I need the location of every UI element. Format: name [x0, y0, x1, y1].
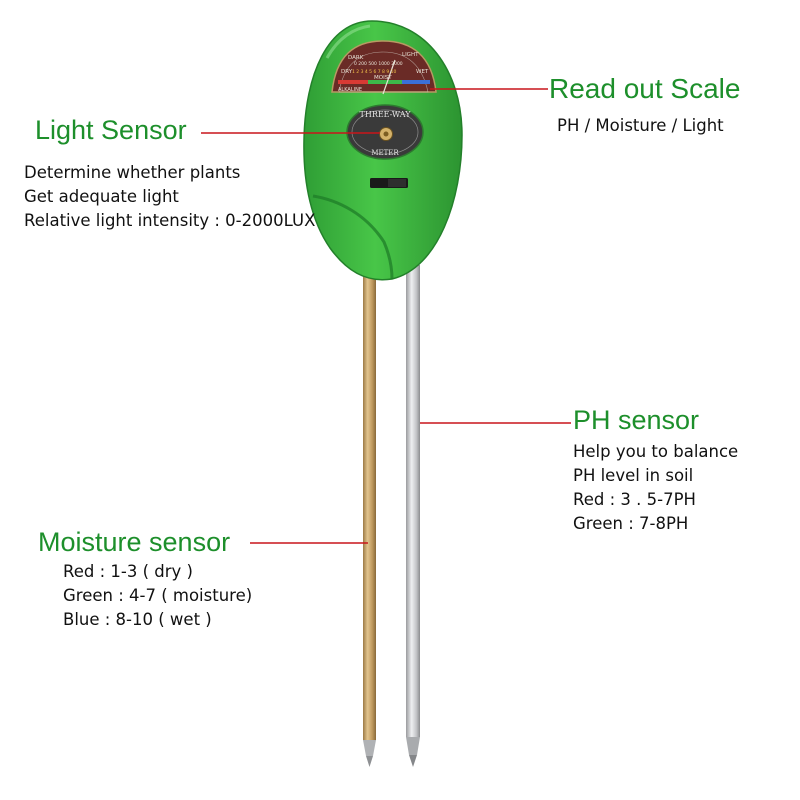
dial-moisture-numbers: 1 2 3 4 5 6 7 8 9 10	[352, 69, 397, 75]
ph-sensor-line: Help you to balance	[573, 442, 739, 461]
moisture-sensor-description: Red : 1-3 ( dry ) Green : 4-7 ( moisture…	[63, 560, 252, 632]
ph-sensor-line: Green : 7-8PH	[573, 514, 689, 533]
dial-light-numbers: 0 200 500 1000 2000	[354, 61, 403, 67]
slide-switch-icon[interactable]	[370, 178, 408, 188]
light-sensor-title: Light Sensor	[35, 115, 187, 145]
light-sensor-description: Determine whether plants Get adequate li…	[24, 161, 315, 233]
readout-scale-line: PH / Moisture / Light	[557, 116, 724, 135]
sensor-label-top: THREE-WAY	[360, 110, 412, 119]
readout-scale-description: PH / Moisture / Light	[557, 114, 724, 138]
dial-word-light: LIGHT	[402, 52, 419, 58]
moisture-probe	[363, 262, 376, 767]
light-sensor-line: Get adequate light	[24, 187, 179, 206]
ph-sensor-line: Red : 3 . 5-7PH	[573, 490, 696, 509]
leader-lines	[201, 88, 571, 544]
moisture-sensor-line: Green : 4-7 ( moisture)	[63, 586, 253, 605]
readout-dial: DARK DRY ALKALINE LIGHT WET MOIST 0 200 …	[331, 40, 437, 95]
dial-word-wet: WET	[416, 69, 429, 75]
dial-word-dark: DARK	[348, 55, 364, 61]
dial-word-dry: DRY	[341, 69, 353, 75]
moisture-sensor-line: Red : 1-3 ( dry )	[63, 562, 193, 581]
ph-probe	[406, 265, 420, 767]
moisture-sensor-line: Blue : 8-10 ( wet )	[63, 610, 212, 629]
light-sensor-window: THREE-WAY METER	[346, 104, 424, 160]
dial-word-moist: MOIST	[374, 75, 392, 81]
moisture-sensor-title: Moisture sensor	[38, 527, 231, 557]
dial-word-alkaline: ALKALINE	[338, 87, 362, 93]
light-sensor-line: Relative light intensity : 0-2000LUX	[24, 211, 316, 230]
ph-sensor-title: PH sensor	[573, 405, 700, 435]
ph-sensor-line: PH level in soil	[573, 466, 694, 485]
light-sensor-line: Determine whether plants	[24, 163, 241, 182]
sensor-label-bottom: METER	[371, 149, 399, 157]
ph-sensor-description: Help you to balance PH level in soil Red…	[573, 440, 738, 536]
readout-scale-title: Read out Scale	[549, 73, 741, 104]
